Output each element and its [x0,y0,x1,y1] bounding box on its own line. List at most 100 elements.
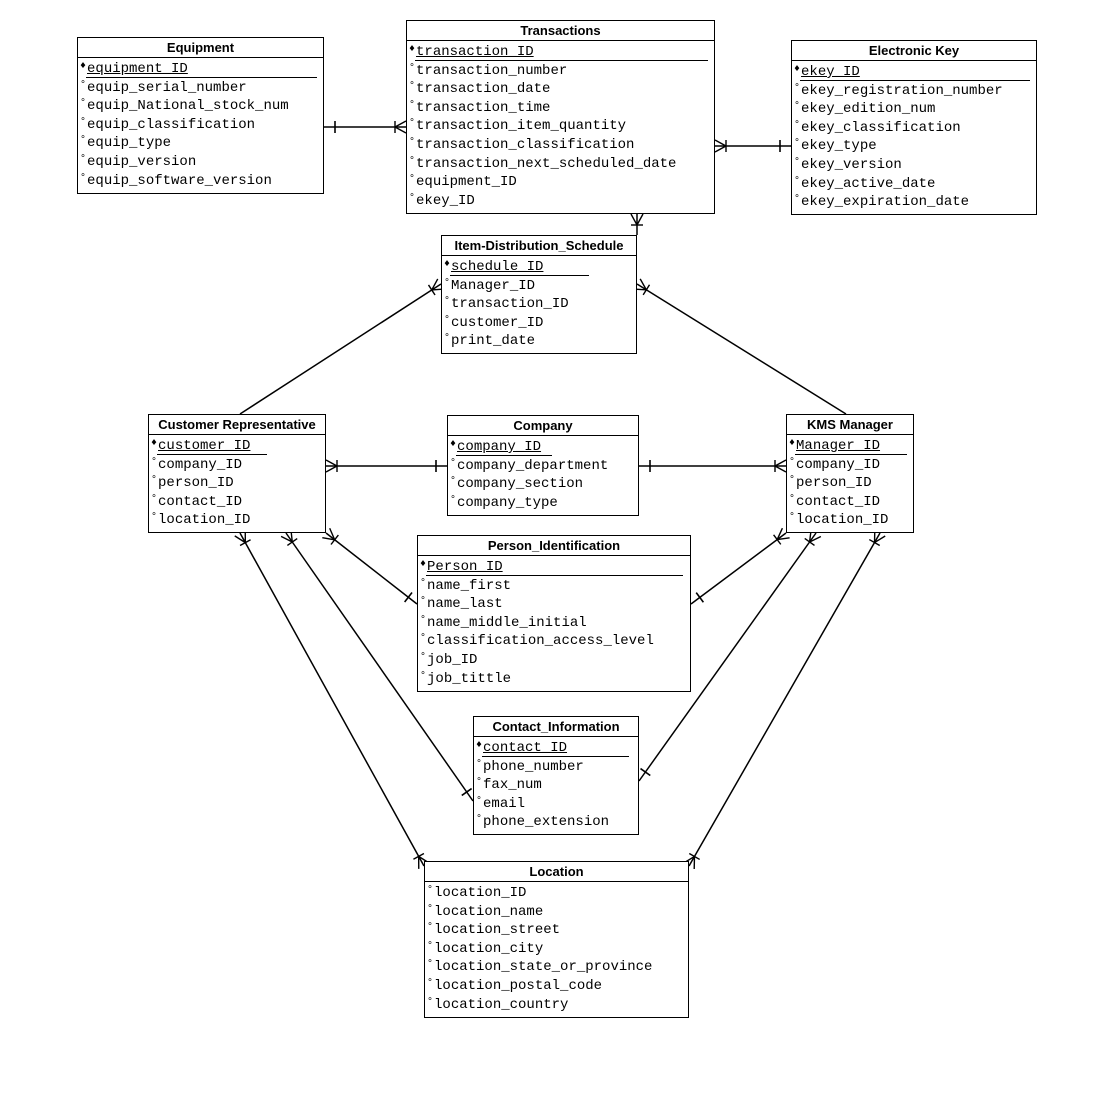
optional-marker-icon: ° [420,670,427,682]
entity-person-identification[interactable]: Person_Identification♦Person_ID°name_fir… [417,535,691,692]
entity-title: Contact_Information [474,717,638,737]
many-bar-mark [286,538,298,547]
primary-key-attribute: ♦schedule_ID [444,258,636,277]
crows-foot-mark [322,537,335,541]
attribute-name: Manager_ID [796,438,881,454]
attribute-list: ♦equipment_ID ° equip_serial_number °equip_… [78,58,323,190]
relationship-line [636,283,847,415]
attribute: °transaction_item_quantity [409,117,714,136]
attribute-name: name_last [427,596,503,613]
entity-company[interactable]: Company♦company_ID°company_department°co… [447,415,639,516]
primary-key-attribute: ♦equipment_ID [80,60,323,79]
attribute-name: customer_ID [158,438,251,454]
attribute: °ekey_classification [794,119,1036,138]
attribute-list: ♦company_ID°company_department°company_s… [448,436,638,512]
entity-kms-manager[interactable]: KMS Manager♦Manager_ID°company_ID°person… [786,414,914,533]
optional-marker-icon: ° [450,476,457,488]
attribute-name: name_first [427,577,512,594]
optional-marker-icon: ° [151,475,158,487]
entity-item-distribution-schedule[interactable]: Item-Distribution_Schedule♦schedule_ID°M… [441,235,637,354]
relationship-transactions-electronic-key [714,139,791,153]
one-bar-mark [640,767,651,777]
relationship-customer-representative-company [325,459,447,473]
attribute-name: company_ID [158,456,243,473]
attribute: °classification_access_level [420,632,690,651]
attribute-name: ekey_edition_num [801,101,936,118]
optional-marker-icon: ° [409,118,416,130]
key-marker-icon: ♦ [444,259,451,270]
attribute-name: location_ID [434,885,527,901]
relationship-kms-manager-person-identification [690,527,790,605]
optional-marker-icon: ° [789,493,796,505]
attribute-name: transaction_date [416,81,551,98]
crows-foot-mark [774,459,787,467]
optional-marker-icon: ° [444,333,451,345]
relationship-line [690,532,787,605]
optional-marker-icon: ° [409,136,416,148]
optional-marker-icon: ° [80,116,87,128]
attribute: °ekey_expiration_date [794,193,1036,212]
attribute: °transaction_number [409,62,714,81]
attribute: °equip_version [80,153,323,172]
optional-marker-icon: ° [794,156,801,168]
attribute: °equip_type [80,134,323,153]
crows-foot-mark [636,213,644,226]
primary-key-separator [795,454,907,455]
optional-marker-icon: ° [794,119,801,131]
attribute-name: transaction_ID [451,296,569,313]
attribute-name: equip_serial_number [87,79,247,96]
attribute: °phone_number [476,758,638,777]
optional-marker-icon: ° [420,577,427,589]
key-marker-icon: ♦ [420,559,427,570]
attribute-name: location_ID [158,512,251,529]
attribute: °location_country [427,996,688,1015]
attribute: °equip_classification [80,116,323,135]
optional-marker-icon: ° [450,494,457,506]
optional-marker-icon: ° [789,512,796,524]
attribute-name: transaction_number [416,62,568,79]
attribute: °transaction_time [409,99,714,118]
attribute: °company_department [450,457,638,476]
optional-marker-icon: ° [427,940,434,952]
attribute-name: transaction_classification [416,136,635,153]
attribute-name: fax_num [483,777,542,794]
optional-marker-icon: ° [476,814,483,826]
entity-title: Transactions [407,21,714,41]
entity-customer-representative[interactable]: Customer Representative♦customer_ID°comp… [148,414,326,533]
relationship-line [285,532,474,802]
many-bar-mark [804,537,815,547]
attribute-name: transaction_time [416,99,551,116]
entity-equipment[interactable]: Equipment♦equipment_ID°equip_serial_numb… [77,37,324,194]
attribute: °location_postal_code [427,977,688,996]
entity-electronic-key[interactable]: Electronic Key♦ekey_ID°ekey_registration… [791,40,1037,215]
primary-key-attribute: ♦customer_ID [151,437,325,456]
crows-foot-mark [714,145,727,153]
attribute-name: customer_ID [451,314,544,331]
entity-title: Person_Identification [418,536,690,556]
optional-marker-icon: ° [794,194,801,206]
entity-transactions[interactable]: Transactions♦transaction_ID°transaction_… [406,20,715,214]
attribute-name: Person_ID [427,559,503,575]
attribute-name: phone_number [483,758,584,775]
many-bar-mark [642,284,651,296]
attribute-name: ekey_ID [416,192,475,209]
attribute: °company_type [450,494,638,513]
attribute-name: location_postal_code [434,977,603,994]
attribute: °ekey_ID [409,192,714,211]
optional-marker-icon: ° [409,81,416,93]
attribute: °Manager_ID [444,277,636,296]
key-marker-icon: ♦ [80,61,87,72]
entity-contact-information[interactable]: Contact_Information♦contact_ID°phone_num… [473,716,639,835]
crows-foot-mark [280,535,293,543]
primary-key-separator [157,454,267,455]
entity-location[interactable]: Location°location_ID°location_name°locat… [424,861,689,1018]
optional-marker-icon: ° [427,996,434,1008]
primary-key-attribute: ♦Manager_ID [789,437,913,456]
optional-marker-icon: ° [80,172,87,184]
primary-key-separator [426,575,683,576]
primary-key-separator [450,275,589,276]
optional-marker-icon: ° [420,651,427,663]
attribute-name: schedule_ID [451,259,544,275]
optional-marker-icon: ° [444,314,451,326]
